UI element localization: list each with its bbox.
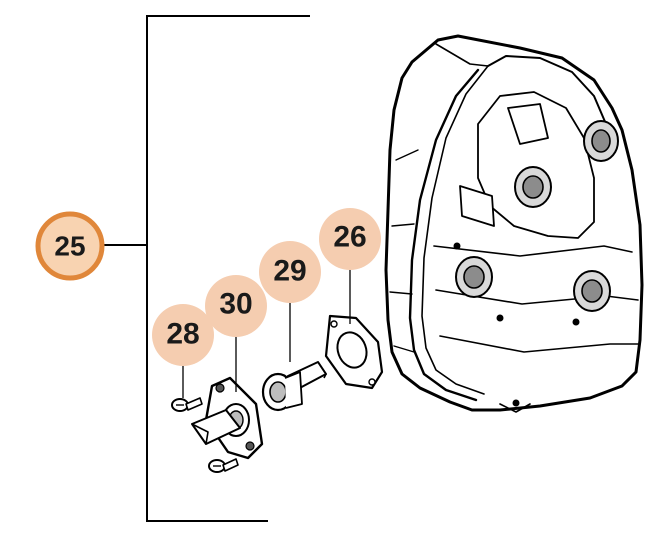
assembly-callout-25[interactable]: 25 <box>35 211 105 281</box>
screws-28-drawing <box>171 397 239 473</box>
assembly-callout-label: 25 <box>54 231 85 262</box>
flange-bracket-30-drawing <box>191 376 264 460</box>
part-callout-26[interactable]: 26 <box>319 208 381 270</box>
part-callout-circle <box>205 275 267 337</box>
assembly-callout-circle <box>35 211 105 281</box>
part-callout-circle <box>152 304 214 366</box>
part-callout-label: 29 <box>273 255 306 288</box>
part-callout-circle <box>259 241 321 303</box>
gasket-26-drawing <box>324 314 384 390</box>
part-callout-circle <box>319 208 381 270</box>
part-callout-label: 30 <box>219 288 252 321</box>
seal-sleeve-29-drawing <box>261 361 327 412</box>
valve-cover-housing <box>384 34 644 413</box>
part-callout-29[interactable]: 29 <box>259 241 321 303</box>
part-callout-30[interactable]: 30 <box>205 275 267 337</box>
part-callout-label: 26 <box>333 221 366 254</box>
part-callout-label: 28 <box>166 318 199 351</box>
assembly-bracket <box>103 15 310 522</box>
part-callout-28[interactable]: 28 <box>152 304 214 366</box>
